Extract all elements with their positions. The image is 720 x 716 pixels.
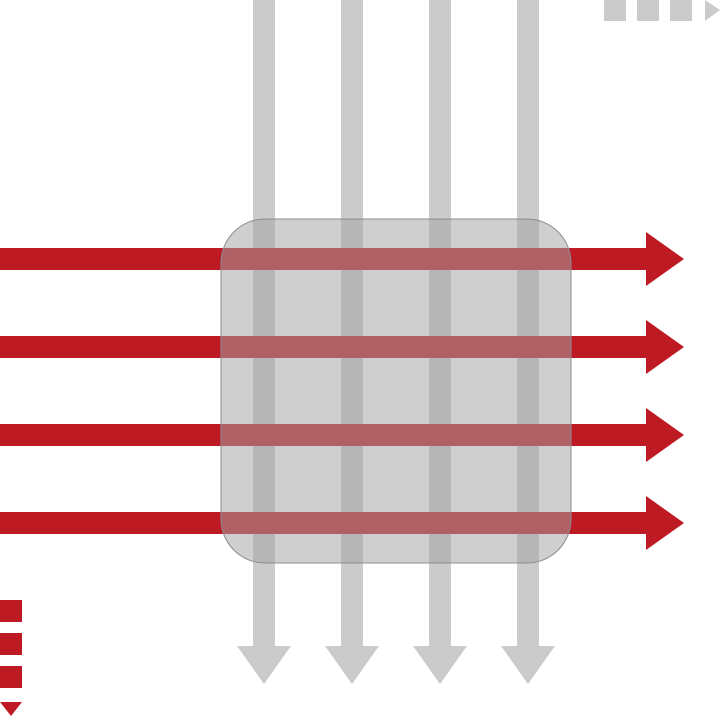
down-arrow-icon	[501, 646, 555, 684]
down-arrow-icon	[237, 646, 291, 684]
down-arrow-icon	[413, 646, 467, 684]
right-arrow-legend-icon	[604, 0, 720, 21]
down-arrow-legend-icon	[0, 600, 22, 716]
rounded-square-overlay	[220, 218, 572, 564]
down-arrow-icon	[325, 646, 379, 684]
right-arrow-icon	[646, 496, 684, 550]
right-arrow-icon	[646, 232, 684, 286]
right-arrow-icon	[646, 320, 684, 374]
right-arrow-icon	[646, 408, 684, 462]
